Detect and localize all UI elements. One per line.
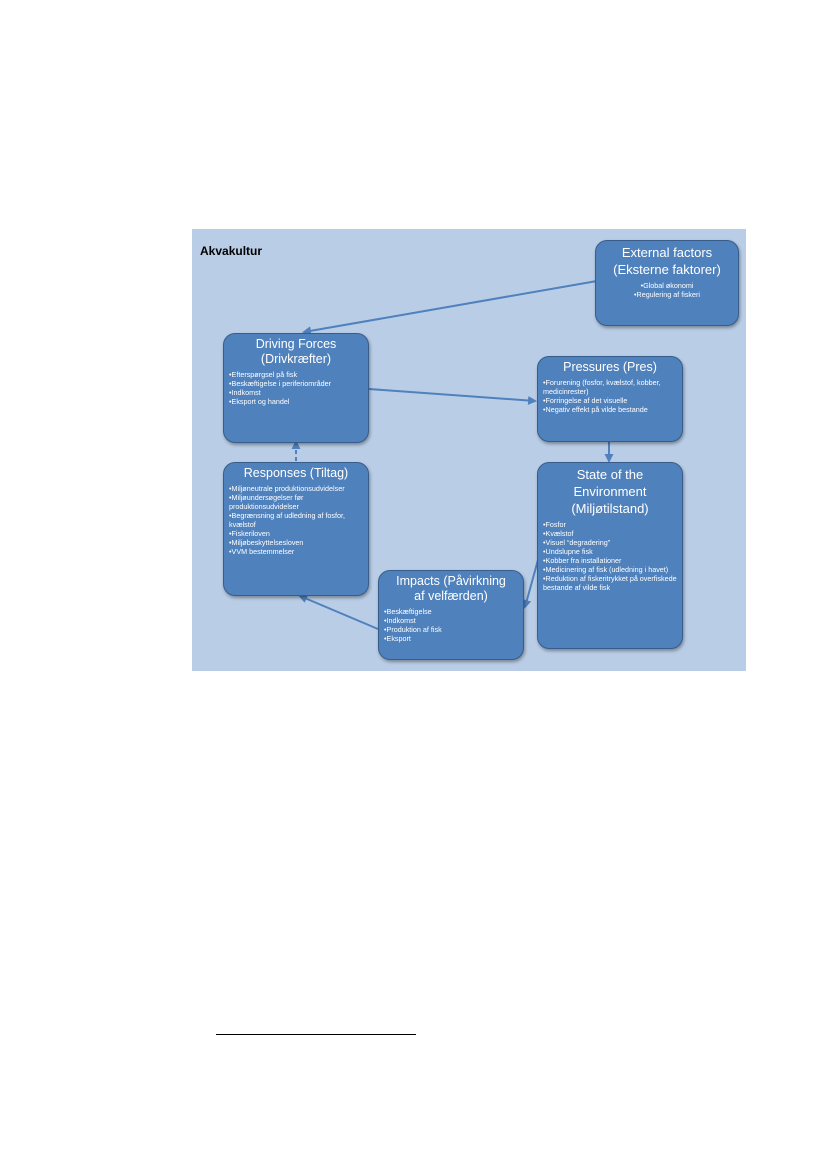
box-external-factors: External factors (Eksterne faktorer) Glo… [595, 240, 739, 326]
dpsir-diagram: Akvakultur External factors (Eksterne fa… [192, 229, 746, 671]
list-item: Produktion af fisk [384, 625, 518, 634]
list-item: Kvælstof [543, 529, 677, 538]
list-item: Eksport og handel [229, 397, 363, 406]
footnote-separator [216, 1034, 416, 1035]
box-pressures: Pressures (Pres) Forurening (fosfor, kvæ… [537, 356, 683, 442]
box-impacts-title: Impacts (Påvirkning af velfærden) [396, 574, 506, 603]
list-item: VVM bestemmelser [229, 547, 363, 556]
box-pressures-list: Forurening (fosfor, kvælstof, kobber, me… [543, 378, 677, 414]
box-driving-forces-title: Driving Forces (Drivkræfter) [255, 337, 337, 366]
list-item: Miljøundersøgelser før produktionsudvide… [229, 493, 363, 511]
list-item: Regulering af fiskeri [601, 290, 733, 299]
list-item: Global økonomi [601, 281, 733, 290]
list-item: Reduktion af fiskeritrykket på overfiske… [543, 574, 677, 592]
list-item: Indkomst [384, 616, 518, 625]
list-item: Eksport [384, 634, 518, 643]
box-state-environment-list: Fosfor Kvælstof Visuel “degradering” Und… [543, 520, 677, 592]
box-responses-list: Miljøneutrale produktionsudvidelser Milj… [229, 484, 363, 556]
list-item: Indkomst [229, 388, 363, 397]
list-item: Forringelse af det visuelle [543, 396, 677, 405]
list-item: Undslupne fisk [543, 547, 677, 556]
box-driving-forces: Driving Forces (Drivkræfter) Efterspørgs… [223, 333, 369, 443]
arrow-impacts-to-responses [298, 594, 379, 630]
list-item: Begrænsning af udledning af fosfor, kvæl… [229, 511, 363, 529]
diagram-title: Akvakultur [200, 244, 263, 258]
box-external-factors-list: Global økonomi Regulering af fiskeri [601, 281, 733, 299]
box-pressures-title: Pressures (Pres) [563, 360, 657, 374]
list-item: Fiskeriloven [229, 529, 363, 538]
list-item: Negativ effekt på vilde bestande [543, 405, 677, 414]
arrow-external-to-driving [302, 280, 598, 336]
box-impacts-list: Beskæftigelse Indkomst Produktion af fis… [384, 607, 518, 643]
list-item: Efterspørgsel på fisk [229, 370, 363, 379]
list-item: Forurening (fosfor, kvælstof, kobber, me… [543, 378, 677, 396]
list-item: Miljøneutrale produktionsudvidelser [229, 484, 363, 493]
box-responses: Responses (Tiltag) Miljøneutrale produkt… [223, 462, 369, 596]
list-item: Beskæftigelse [384, 607, 518, 616]
list-item: Visuel “degradering” [543, 538, 677, 547]
box-driving-forces-list: Efterspørgsel på fisk Beskæftigelse i pe… [229, 370, 363, 406]
list-item: Beskæftigelse i periferiområder [229, 379, 363, 388]
list-item: Kobber fra installationer [543, 556, 677, 565]
box-impacts: Impacts (Påvirkning af velfærden) Beskæf… [378, 570, 524, 660]
list-item: Medicinering af fisk (udledning i havet) [543, 565, 677, 574]
list-item: Miljøbeskyttelsesloven [229, 538, 363, 547]
arrow-driving-to-pressures [368, 388, 537, 405]
box-external-factors-title: External factors (Eksterne faktorer) [613, 245, 721, 277]
list-item: Fosfor [543, 520, 677, 529]
box-state-environment-title: State of the Environment (Miljøtilstand) [571, 467, 649, 516]
box-responses-title: Responses (Tiltag) [243, 466, 349, 480]
box-state-environment: State of the Environment (Miljøtilstand)… [537, 462, 683, 649]
